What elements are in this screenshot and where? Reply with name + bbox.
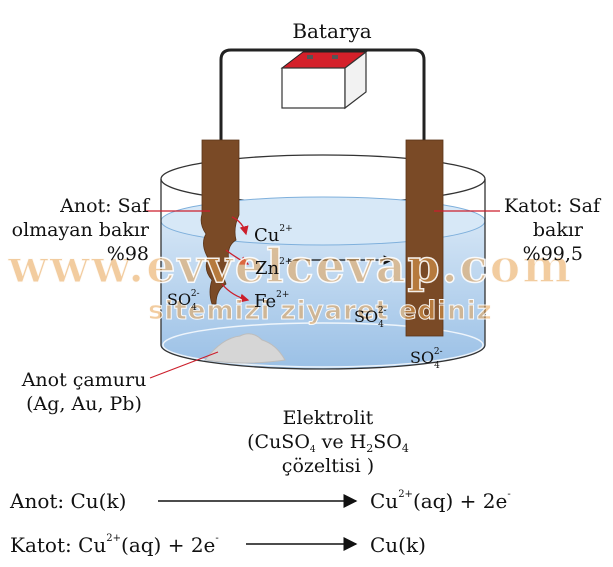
anode-label-line2: olmayan bakır bbox=[12, 219, 150, 241]
ion-zinc: Zn2+ bbox=[255, 257, 292, 279]
battery bbox=[280, 50, 368, 110]
cathode-label-line3: %99,5 bbox=[523, 243, 583, 265]
cathode-label-line1: Katot: Saf bbox=[504, 195, 602, 217]
electrolyte-label-line2: (CuSO4 ve H2SO4 bbox=[247, 431, 409, 455]
ion-sulfate-left: SO42- bbox=[167, 289, 200, 313]
anode-mud-pile bbox=[204, 333, 286, 364]
cathode-label-line2: bakır bbox=[533, 219, 584, 241]
anode-equation-rhs: Cu2+(aq) + 2e- bbox=[370, 489, 511, 513]
anode-mud-label-line2: (Ag, Au, Pb) bbox=[26, 393, 142, 415]
watermark-note: sitemizi ziyaret ediniz bbox=[148, 296, 493, 326]
ion-sulfate-mid: SO42- bbox=[354, 306, 387, 330]
anode-label-line1: Anot: Saf bbox=[59, 195, 151, 217]
cathode-equation-rhs: Cu(k) bbox=[370, 533, 426, 557]
cathode-equation-lhs: Katot: Cu2+(aq) + 2e- bbox=[10, 533, 219, 557]
anode-mud-label-line1: Anot çamuru bbox=[21, 369, 147, 391]
ion-sulfate-right: SO42- bbox=[410, 347, 443, 371]
anode-electrode bbox=[200, 139, 240, 305]
ion-copper: Cu2+ bbox=[254, 224, 293, 246]
watermark-site: www.evvelcevap.com bbox=[7, 239, 573, 293]
battery-label: Batarya bbox=[292, 19, 371, 43]
anode-equation-lhs: Anot: Cu(k) bbox=[9, 489, 126, 513]
circuit-wire bbox=[219, 48, 426, 140]
ion-iron: Fe2+ bbox=[254, 290, 289, 312]
electrolyte-label-line3: çözeltisi ) bbox=[282, 455, 374, 477]
anode-label-line3: %98 bbox=[107, 243, 149, 265]
cathode-electrode bbox=[405, 139, 444, 337]
electrolyte-label-line1: Elektrolit bbox=[283, 407, 374, 429]
